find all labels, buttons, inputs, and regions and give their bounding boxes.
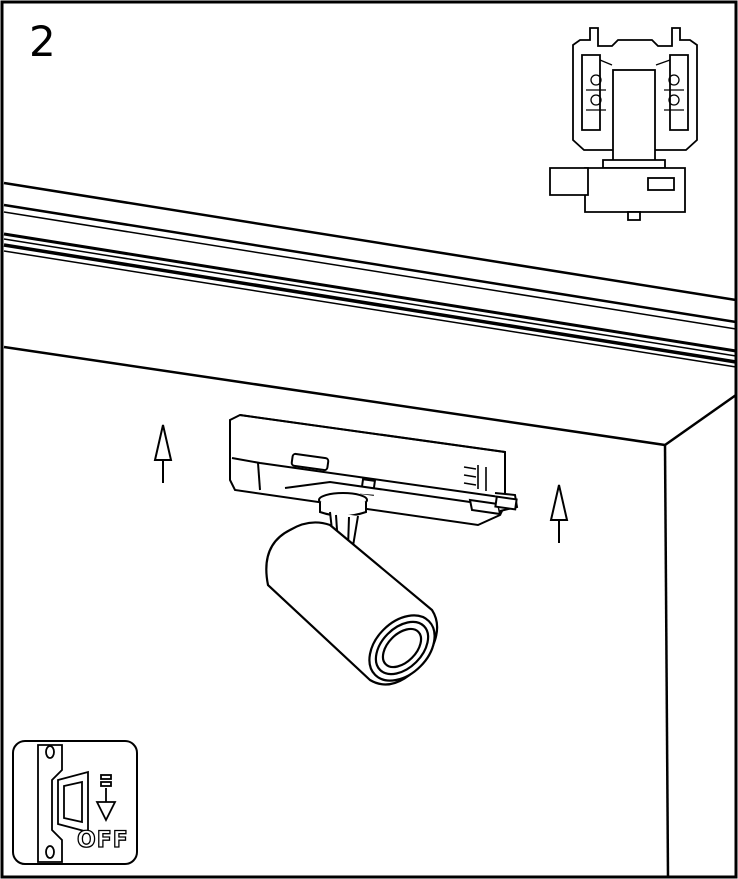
step-number: 2 (29, 17, 56, 66)
ceiling-track (3, 181, 737, 368)
spotlight-body (265, 521, 439, 686)
room-perspective (3, 345, 737, 878)
switch-off-icon (12, 740, 138, 865)
track-adapter (229, 413, 519, 527)
track-profile-icon (549, 27, 698, 221)
up-arrow-icon (153, 424, 173, 483)
down-arrow-icon (95, 774, 117, 823)
switch-off-label: OFF (76, 827, 129, 853)
up-arrow-icon (549, 484, 569, 543)
